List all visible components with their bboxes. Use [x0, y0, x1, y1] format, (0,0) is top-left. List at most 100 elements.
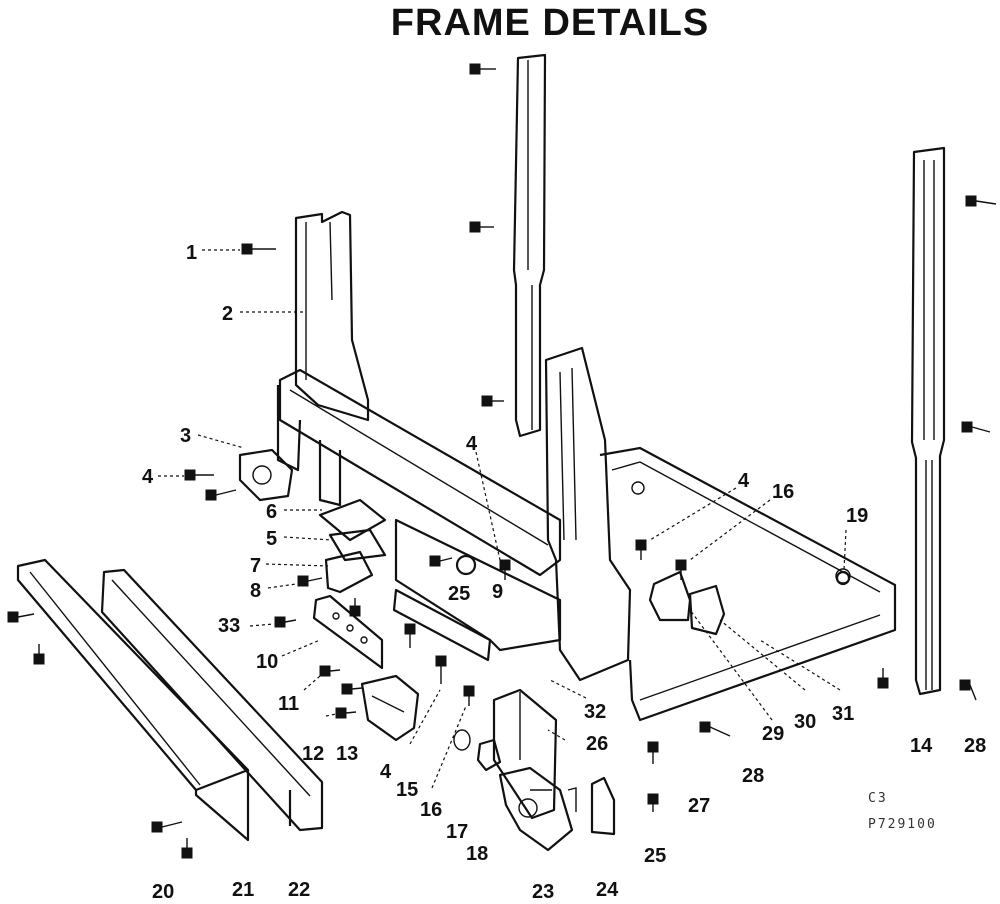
bracket-3 — [238, 448, 294, 502]
label-25a: 25 — [448, 583, 470, 605]
right-side-panel — [544, 346, 632, 682]
label-25b: 25 — [644, 845, 666, 867]
label-11: 11 — [278, 693, 299, 715]
bracket-6 — [318, 498, 387, 542]
bracket-5 — [328, 528, 387, 562]
screw-icon — [635, 539, 647, 560]
label-4c: 4 — [738, 470, 750, 492]
screws — [7, 63, 997, 859]
screw-icon — [469, 63, 496, 75]
screw-icon — [959, 679, 977, 701]
screw-icon — [274, 616, 297, 628]
main-crossbar — [276, 368, 562, 577]
label-8: 8 — [250, 580, 261, 602]
label-18: 18 — [466, 843, 488, 865]
label-26: 26 — [586, 733, 608, 755]
screw-icon — [241, 243, 276, 255]
reference-codes: C3 P729100 — [868, 791, 937, 832]
front-bar-22 — [100, 568, 324, 832]
valve-assembly-23 — [498, 766, 577, 852]
label-27: 27 — [688, 795, 710, 817]
washer-17 — [453, 729, 471, 751]
screw-icon — [319, 665, 341, 677]
label-17: 17 — [446, 821, 468, 843]
label-21: 21 — [232, 879, 254, 901]
label-33: 33 — [218, 615, 240, 637]
bracket-30 — [688, 584, 726, 636]
label-14: 14 — [910, 735, 933, 757]
bracket-7 — [324, 550, 374, 594]
label-2: 2 — [222, 303, 233, 325]
screw-icon — [349, 598, 361, 617]
leader-lines — [158, 249, 847, 789]
screw-icon — [429, 555, 453, 567]
label-9: 9 — [492, 581, 503, 603]
callout-labels: 1 2 3 4 4 4 4 5 6 7 8 9 10 11 12 13 14 1… — [142, 242, 986, 903]
screw-icon — [877, 668, 889, 689]
screw-icon — [469, 221, 494, 233]
label-28b: 28 — [964, 735, 986, 757]
screw-icon — [7, 611, 35, 623]
screw-icon — [499, 559, 511, 580]
label-30: 30 — [794, 711, 816, 733]
code-line-1: C3 — [868, 791, 888, 806]
label-28a: 28 — [742, 765, 764, 787]
right-upright-rail — [910, 146, 946, 696]
screw-icon — [965, 195, 997, 207]
screw-icon — [205, 489, 237, 501]
label-31: 31 — [832, 703, 854, 725]
screw-icon — [335, 707, 357, 719]
screw-icon — [463, 685, 475, 706]
label-12: 12 — [302, 743, 324, 765]
grommet-9 — [455, 554, 477, 576]
clip-24 — [590, 776, 616, 836]
screw-icon — [181, 838, 193, 859]
label-23: 23 — [532, 881, 554, 903]
label-19: 19 — [846, 505, 868, 527]
screw-icon — [341, 683, 363, 695]
label-20: 20 — [152, 881, 174, 903]
label-16a: 16 — [772, 481, 794, 503]
screw-icon — [297, 575, 323, 587]
base-front-beam — [392, 518, 562, 662]
plug-19 — [835, 570, 851, 586]
label-16b: 16 — [420, 799, 442, 821]
label-3: 3 — [180, 425, 191, 447]
code-line-2: P729100 — [868, 817, 937, 832]
label-15: 15 — [396, 779, 418, 801]
plate-10 — [312, 594, 384, 670]
screw-icon — [699, 721, 731, 737]
left-upright-panel — [294, 210, 370, 422]
screw-icon — [184, 469, 214, 481]
label-13: 13 — [336, 743, 358, 765]
screw-icon — [647, 793, 659, 812]
screw-icon — [647, 741, 659, 764]
label-4d: 4 — [380, 761, 392, 783]
label-32: 32 — [584, 701, 606, 723]
screw-icon — [33, 644, 45, 665]
label-4a: 4 — [142, 466, 154, 488]
label-10: 10 — [256, 651, 278, 673]
screw-icon — [151, 821, 183, 833]
center-upright-rail — [512, 53, 547, 438]
screw-icon — [481, 395, 504, 407]
bracket-26 — [492, 688, 558, 820]
label-7: 7 — [250, 555, 261, 577]
bracket-13 — [360, 674, 420, 742]
screw-icon — [961, 421, 991, 433]
front-bar-21 — [16, 558, 250, 842]
label-5: 5 — [266, 528, 277, 550]
diagram-title: FRAME DETAILS — [390, 2, 710, 44]
screw-icon — [435, 655, 447, 684]
base-tray — [599, 446, 897, 722]
label-22: 22 — [288, 879, 310, 901]
screw-icon — [404, 623, 416, 648]
label-1: 1 — [186, 242, 197, 264]
label-29: 29 — [762, 723, 784, 745]
nut-18 — [476, 738, 502, 772]
bracket-29 — [648, 570, 692, 622]
screw-icon — [675, 559, 687, 580]
label-6: 6 — [266, 501, 277, 523]
